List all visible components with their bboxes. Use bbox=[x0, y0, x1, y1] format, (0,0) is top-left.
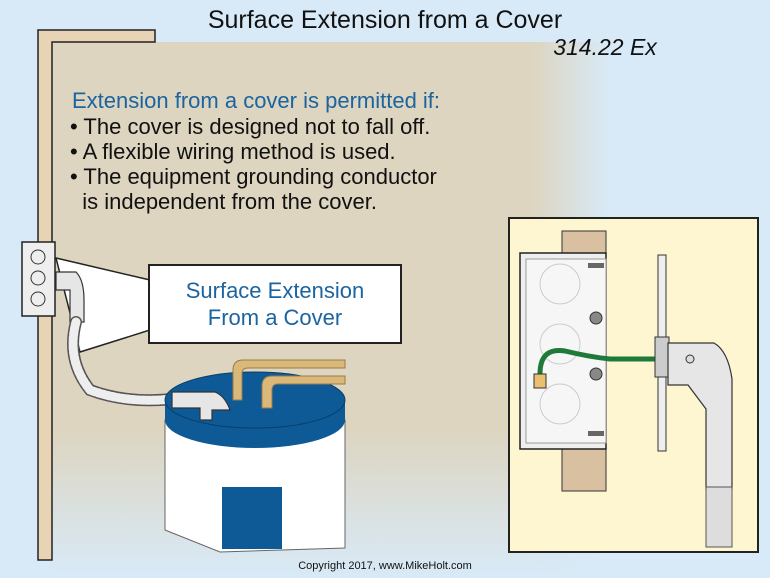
page-title: Surface Extension from a Cover bbox=[207, 6, 563, 34]
wall-box bbox=[21, 241, 56, 317]
ground-wire bbox=[537, 347, 670, 375]
bullet-3: • The equipment grounding conductor bbox=[70, 164, 437, 189]
bullet-1: • The cover is designed not to fall off. bbox=[70, 114, 431, 139]
detail-illustration bbox=[519, 230, 733, 548]
bullet-4: is independent from the cover. bbox=[70, 189, 377, 214]
requirements-list: • The cover is designed not to fall off.… bbox=[70, 114, 437, 214]
water-heater-panel bbox=[222, 487, 282, 549]
callout-line-1: Surface Extension bbox=[185, 278, 365, 303]
intro-text: Extension from a cover is permitted if: bbox=[72, 88, 441, 113]
pipe-hot bbox=[232, 359, 346, 401]
bullet-2: • A flexible wiring method is used. bbox=[70, 139, 396, 164]
detail-inset bbox=[508, 217, 759, 553]
pipe-cold bbox=[261, 375, 346, 409]
callout-box: Surface Extension From a Cover bbox=[148, 264, 402, 344]
cover-fitting bbox=[55, 271, 85, 323]
detail-fitting bbox=[667, 342, 733, 490]
wall-stud bbox=[37, 29, 156, 561]
screw-icon bbox=[589, 367, 603, 381]
copyright: Copyright 2017, www.MikeHolt.com bbox=[298, 560, 472, 572]
code-reference: 314.22 Ex bbox=[553, 34, 657, 60]
screw-icon bbox=[589, 311, 603, 325]
flexible-conduit bbox=[68, 317, 185, 405]
callout-line-2: From a Cover bbox=[207, 305, 343, 330]
